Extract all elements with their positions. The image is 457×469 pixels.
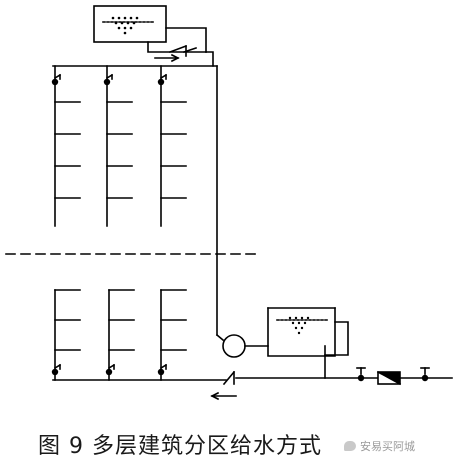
chat-bubble-icon [344, 441, 356, 451]
gate-valve-icon [157, 363, 168, 376]
watermark: 安易买阿城 [344, 438, 415, 454]
storage-tank-icon [267, 307, 336, 357]
flow-arrow-icon [210, 391, 237, 401]
lower-zone-branches [54, 319, 187, 351]
gate-valve-icon [420, 367, 430, 382]
gate-valve-icon [157, 73, 168, 86]
watermark-text: 安易买阿城 [360, 440, 415, 453]
figure-caption: 图 9 多层建筑分区给水方式 [38, 434, 322, 459]
gate-valve-icon [51, 363, 62, 376]
gate-valve-icon [51, 73, 62, 86]
check-valve-icon [222, 370, 236, 386]
gate-valve-icon [105, 363, 116, 376]
gate-valve-icon [356, 367, 366, 382]
pump-icon [215, 333, 246, 358]
water-meter-icon [376, 370, 402, 386]
gate-valve-icon [103, 73, 114, 86]
roof-water-tank-icon [93, 5, 167, 43]
check-valve-icon [168, 44, 198, 57]
flow-arrow-icon [154, 53, 180, 63]
upper-zone-branches [54, 101, 187, 199]
